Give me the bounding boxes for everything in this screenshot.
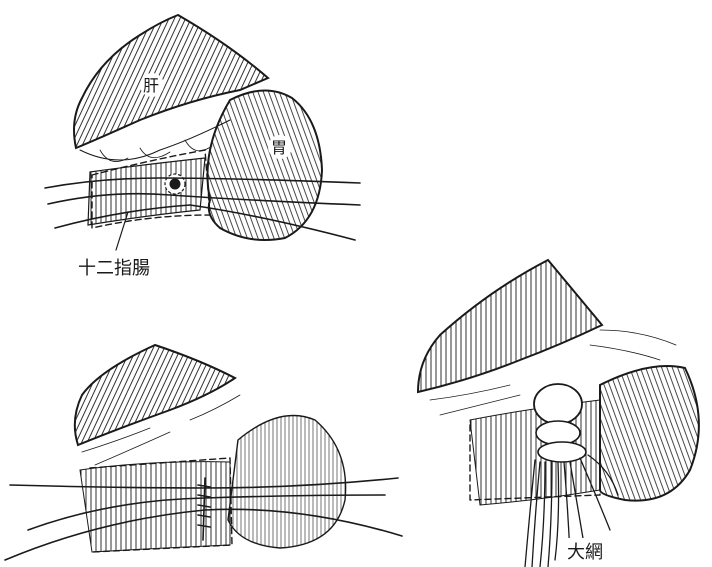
perforation-hole <box>170 179 181 190</box>
stomach-shape-bottom-right <box>600 366 699 501</box>
panel-bottom-right: 大網 <box>418 260 699 567</box>
stomach-label: 胃 <box>271 138 287 157</box>
stomach-shape-top <box>208 90 323 240</box>
omentum-plug-top <box>534 384 582 424</box>
liver-shape-bottom-right <box>418 260 602 392</box>
panel-bottom-left <box>5 345 402 560</box>
omentum-label: 大網 <box>567 542 603 563</box>
fold-lines-top <box>100 140 212 162</box>
liver-shape-bottom-left <box>75 345 235 445</box>
stomach-shape-bottom-left <box>228 416 346 549</box>
omentum-plug-bottom <box>538 442 586 462</box>
duodenum-label: 十二指腸 <box>78 258 150 279</box>
liver-label: 肝 <box>143 76 159 95</box>
panel-top: 肝 胃 十二指腸 <box>45 15 360 279</box>
